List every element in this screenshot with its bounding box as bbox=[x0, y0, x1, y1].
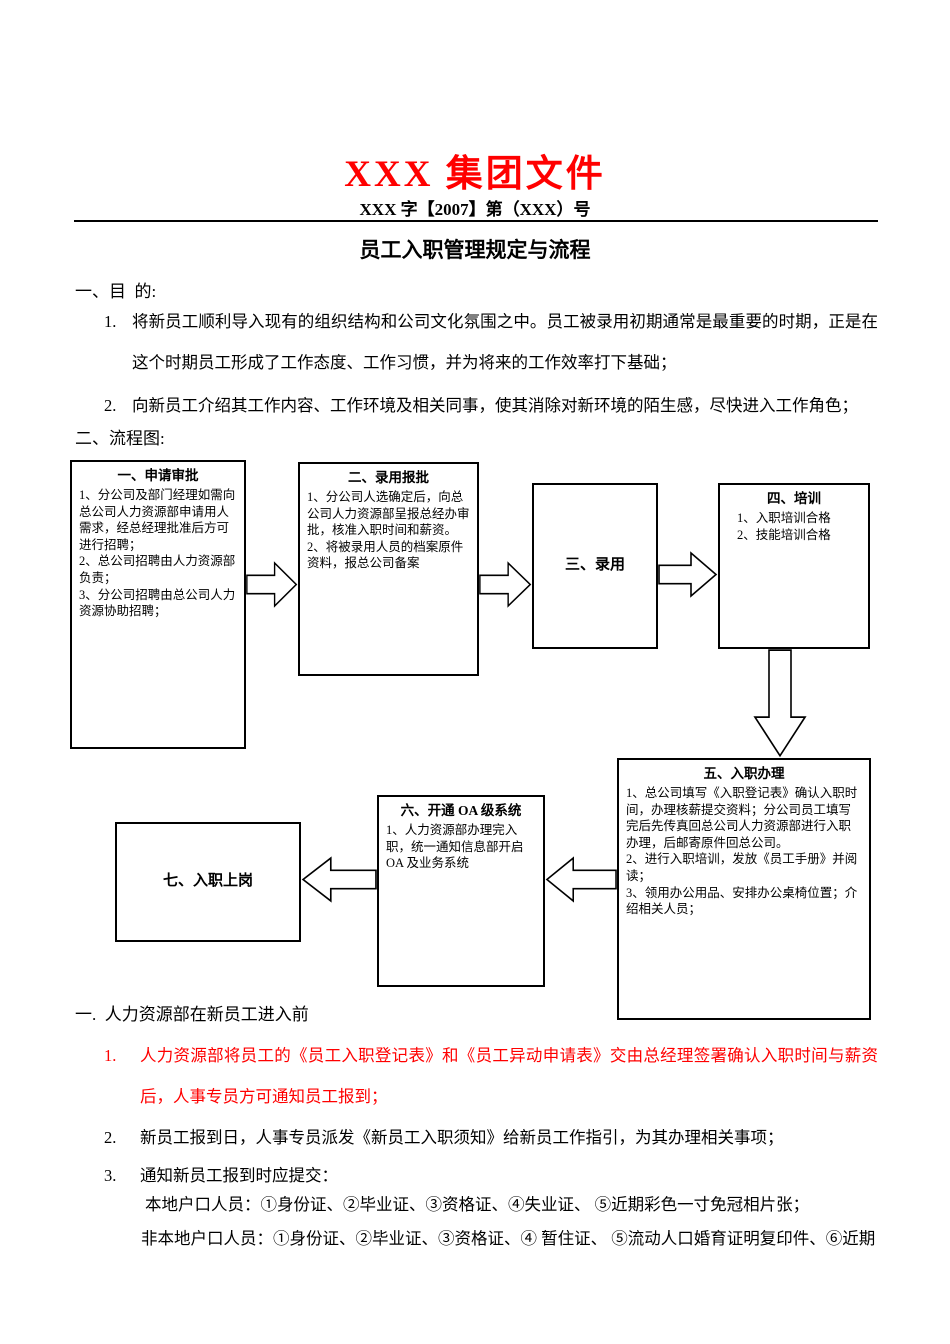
section-item-3: 3. 通知新员工报到时应提交： bbox=[104, 1155, 878, 1196]
list-text: 向新员工介绍其工作内容、工作环境及相关同事，使其消除对新环境的陌生感，尽快进入工… bbox=[132, 396, 858, 415]
arrow-down-icon bbox=[752, 649, 808, 758]
section-item-2: 2. 新员工报到日，人事专员派发《新员工入职须知》给新员工作指引，为其办理相关事… bbox=[104, 1117, 878, 1158]
flowchart-box-hire: 三、录用 bbox=[532, 483, 658, 649]
arrow-left-icon bbox=[301, 856, 377, 903]
arrow-right-icon bbox=[246, 561, 298, 608]
flowchart-box-line: 2、将被录用人员的档案原件资料，报总公司备案 bbox=[307, 539, 464, 571]
list-number: 1. bbox=[104, 1046, 117, 1065]
arrow-right-icon bbox=[479, 561, 532, 608]
purpose-item-2: 2. 向新员工介绍其工作内容、工作环境及相关同事，使其消除对新环境的陌生感，尽快… bbox=[104, 385, 878, 426]
section-heading: 一. 人力资源部在新员工进入前 bbox=[75, 1005, 309, 1024]
list-text: 人力资源部将员工的《员工入职登记表》和《员工异动申请表》交由总经理签署确认入职时… bbox=[140, 1046, 878, 1106]
flowchart-box-title: 五、入职办理 bbox=[703, 766, 785, 781]
org-title: XXX 集团文件 bbox=[344, 154, 606, 195]
section-subitem-local: 本地户口人员：①身份证、②毕业证、③资格证、④失业证、 ⑤近期彩色一寸免冠相片张… bbox=[145, 1195, 810, 1214]
doc-number: XXX 字【2007】第（XXX）号 bbox=[359, 200, 591, 219]
flowchart-box-line: 1、人力资源部办理完入职，统一通知信息部开启 OA 及业务系统 bbox=[386, 822, 524, 871]
list-number: 1. bbox=[104, 312, 117, 331]
flowchart-box-title: 一、申请审批 bbox=[117, 468, 199, 483]
flowchart-box-line: 1、分公司及部门经理如需向总公司人力资源部申请用人需求，经总经理批准后方可进行招… bbox=[79, 487, 236, 552]
flowchart-box-line: 3、领用办公用品、安排办公桌椅位置；介绍相关人员； bbox=[626, 885, 858, 917]
flowchart-box-title: 七、入职上岗 bbox=[162, 873, 253, 890]
flowchart-box-line: 2、总公司招聘由人力资源部负责； bbox=[79, 554, 236, 586]
flowchart-box-line: 1、分公司人选确定后，向总公司人力资源部呈报总经办审批，核准入职时间和薪资。 bbox=[307, 489, 470, 538]
section-subitem-nonlocal: 非本地户口人员：①身份证、②毕业证、③资格证、④ 暂住证、 ⑤流动人口婚育证明复… bbox=[141, 1229, 876, 1248]
flowchart-box-line: 1、入职培训合格 bbox=[737, 510, 831, 525]
list-text: 通知新员工报到时应提交： bbox=[140, 1166, 338, 1185]
purpose-heading: 一、目 的: bbox=[75, 282, 157, 301]
flowchart-box-title: 三、录用 bbox=[564, 557, 625, 574]
flowchart-box-start-work: 七、入职上岗 bbox=[115, 822, 301, 942]
flowchart-heading: 二、流程图: bbox=[75, 429, 165, 448]
flowchart-box-title: 二、录用报批 bbox=[348, 470, 429, 485]
flowchart-box-training: 四、培训 1、入职培训合格 2、技能培训合格 bbox=[718, 483, 870, 649]
list-number: 3. bbox=[104, 1166, 117, 1185]
flowchart-box-apply-approval: 一、申请审批 1、分公司及部门经理如需向总公司人力资源部申请用人需求，经总经理批… bbox=[70, 460, 246, 749]
flowchart-box-line: 2、进行入职培训，发放《员工手册》并阅读； bbox=[626, 852, 858, 884]
section-item-1: 1. 人力资源部将员工的《员工入职登记表》和《员工异动申请表》交由总经理签署确认… bbox=[104, 1035, 878, 1117]
flowchart-box-hire-report: 二、录用报批 1、分公司人选确定后，向总公司人力资源部呈报总经办审批，核准入职时… bbox=[298, 462, 479, 676]
list-text: 将新员工顺利导入现有的组织结构和公司文化氛围之中。员工被录用初期通常是最重要的时… bbox=[132, 312, 878, 372]
list-number: 2. bbox=[104, 396, 117, 415]
doc-title: 员工入职管理规定与流程 bbox=[359, 238, 591, 262]
flowchart-box-line: 1、总公司填写《入职登记表》确认入职时间，办理核薪提交资料；分公司员工填写完后先… bbox=[626, 785, 858, 850]
flowchart-box-onboarding: 五、入职办理 1、总公司填写《入职登记表》确认入职时间，办理核薪提交资料；分公司… bbox=[617, 758, 871, 1020]
flowchart-box-oa-system: 六、开通 OA 级系统 1、人力资源部办理完入职，统一通知信息部开启 OA 及业… bbox=[377, 795, 545, 987]
arrow-left-icon bbox=[545, 856, 617, 903]
title-divider bbox=[74, 220, 878, 222]
list-number: 2. bbox=[104, 1128, 117, 1147]
flowchart-box-line: 2、技能培训合格 bbox=[737, 527, 831, 542]
flowchart-box-title: 四、培训 bbox=[767, 491, 821, 506]
flowchart-box-title: 六、开通 OA 级系统 bbox=[400, 803, 522, 818]
flowchart-box-line: 3、分公司招聘由总公司人力资源协助招聘； bbox=[79, 587, 236, 619]
purpose-item-1: 1. 将新员工顺利导入现有的组织结构和公司文化氛围之中。员工被录用初期通常是最重… bbox=[104, 301, 878, 383]
arrow-right-icon bbox=[658, 551, 718, 598]
list-text: 新员工报到日，人事专员派发《新员工入职须知》给新员工作指引，为其办理相关事项； bbox=[140, 1128, 784, 1147]
